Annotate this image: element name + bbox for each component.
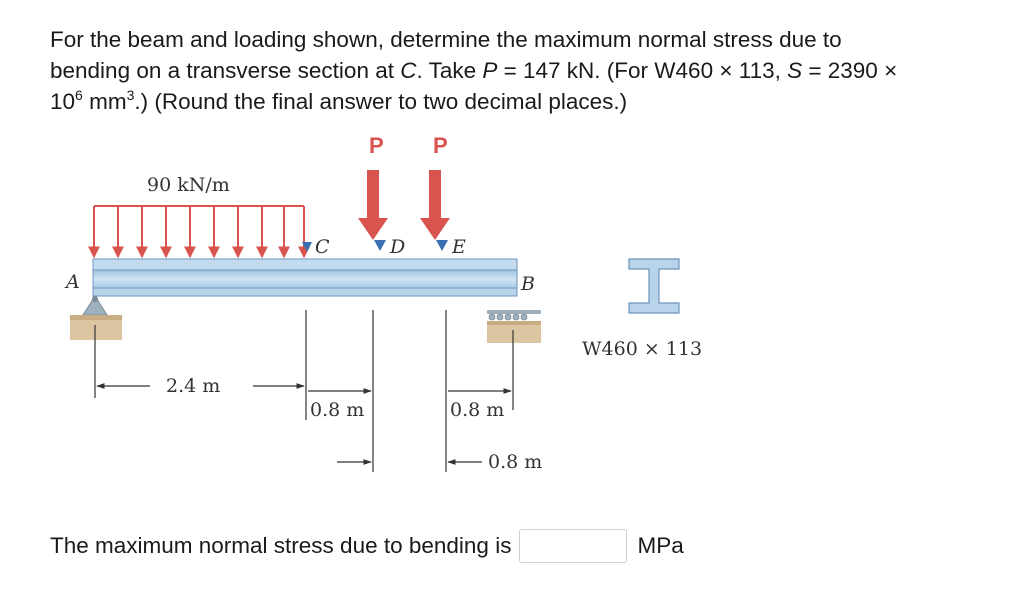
point-load-d [358, 170, 388, 240]
dimension-eb-label: 0.8 m [450, 399, 504, 421]
question-line-2: bending on a transverse section at C. Ta… [50, 58, 898, 83]
answer-input[interactable] [519, 529, 628, 563]
question-text: For the beam and loading shown, determin… [50, 24, 1000, 117]
support-b-label: B [520, 273, 535, 295]
point-d-marker [374, 240, 386, 251]
answer-unit: MPa [637, 533, 684, 558]
question-line-3: 106 mm3.) (Round the final answer to two… [50, 86, 628, 115]
dimension-ac-label: 2.4 m [166, 375, 220, 397]
dimension-cd-label: 0.8 m [310, 399, 364, 421]
section-label: W460 × 113 [582, 338, 702, 360]
w-section-icon [628, 258, 680, 314]
answer-row: The maximum normal stress due to bending… [50, 526, 684, 566]
dimension-extension-lines [94, 310, 514, 472]
load-p2-label: P [433, 133, 448, 158]
roller-support-b [487, 310, 541, 343]
distributed-load-label: 90 kN/m [147, 174, 230, 196]
point-load-e [420, 170, 450, 240]
point-e-marker [436, 240, 448, 251]
load-p1-label: P [369, 133, 384, 158]
question-line-1: For the beam and loading shown, determin… [50, 27, 842, 52]
answer-prompt: The maximum normal stress due to bending… [50, 533, 512, 558]
dimension-de-label: 0.8 m [488, 451, 542, 473]
point-c-label: C [315, 236, 330, 258]
support-a-label: A [64, 271, 80, 293]
point-e-label: E [451, 236, 466, 258]
point-d-label: D [389, 236, 405, 258]
point-c-marker [302, 242, 312, 252]
pin-support-a [70, 295, 122, 340]
beam [92, 258, 518, 297]
distributed-load [88, 205, 310, 259]
